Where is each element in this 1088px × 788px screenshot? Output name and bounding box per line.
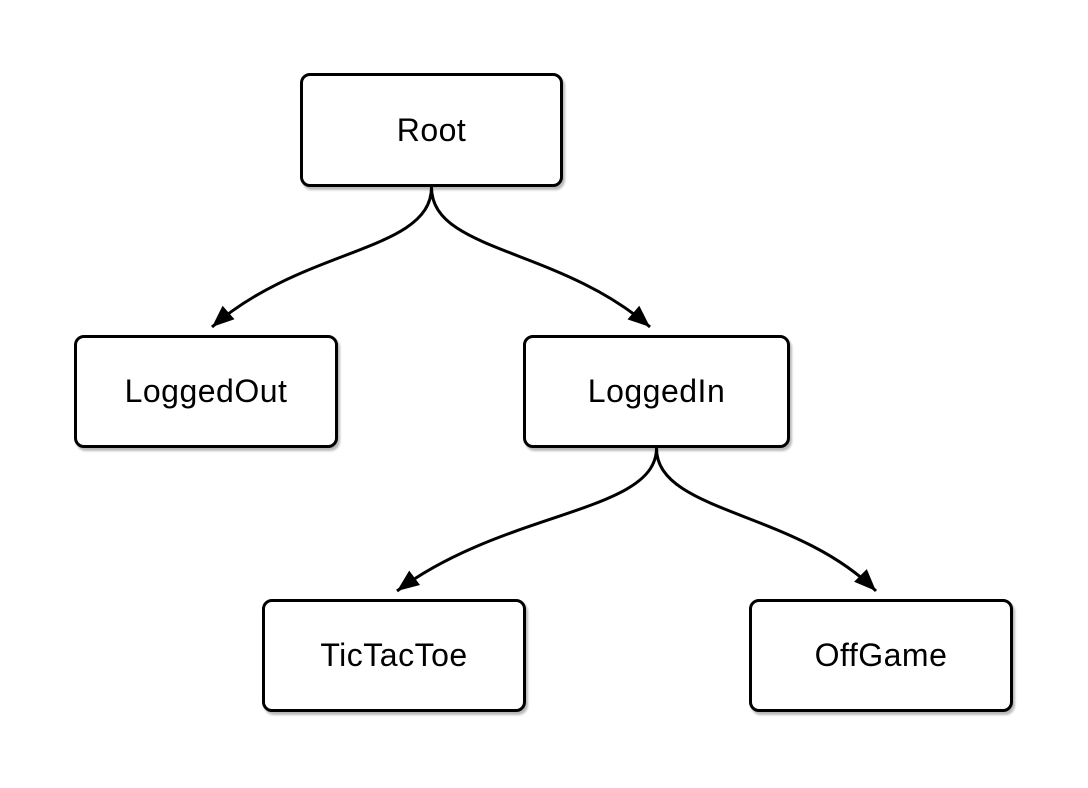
node-root: Root — [300, 73, 563, 187]
node-tictactoe-label: TicTacToe — [320, 637, 468, 673]
edge-root-to-loggedout — [211, 186, 433, 329]
edge-loggedin-to-offgame — [655, 447, 878, 593]
node-offgame: OffGame — [749, 599, 1013, 712]
node-loggedout: LoggedOut — [74, 335, 338, 448]
edge-root-to-loggedin — [430, 186, 651, 329]
node-root-label: Root — [396, 111, 467, 148]
node-tictactoe: TicTacToe — [262, 599, 526, 712]
node-offgame-label: OffGame — [814, 637, 948, 673]
edge-loggedin-to-tictactoe — [396, 447, 658, 593]
node-loggedin: LoggedIn — [523, 335, 790, 448]
node-loggedin-label: LoggedIn — [587, 373, 726, 409]
node-loggedout-label: LoggedOut — [124, 373, 288, 409]
